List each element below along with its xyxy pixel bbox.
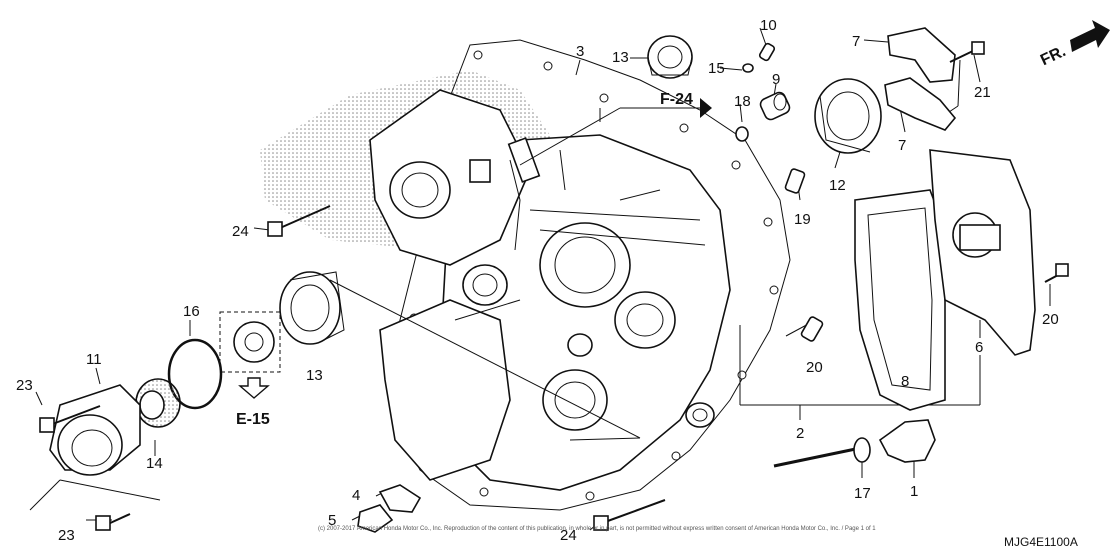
cover-gasket-part-8-inner bbox=[867, 207, 933, 391]
callout-20-lower: 20 bbox=[806, 359, 823, 376]
gear-part-e15 bbox=[233, 321, 275, 363]
callout-7-upper: 7 bbox=[852, 33, 860, 50]
callout-10: 10 bbox=[760, 17, 777, 34]
oil-seal-part-15 bbox=[135, 378, 181, 428]
callout-23-upper: 23 bbox=[16, 377, 33, 394]
callout-leaders bbox=[29, 27, 1051, 531]
joint-part-9 bbox=[759, 91, 791, 121]
callout-24-upper: 24 bbox=[232, 223, 249, 240]
setting-plate-part-7-lower bbox=[884, 77, 957, 131]
dowel-pin-part-10 bbox=[758, 42, 776, 62]
callout-4: 4 bbox=[352, 487, 360, 504]
callout-16: 15 bbox=[708, 60, 725, 77]
bolt-part-23-upper bbox=[39, 405, 101, 433]
callout-14: 13 bbox=[612, 49, 629, 66]
bolt-part-24-upper bbox=[267, 205, 331, 237]
breather-fitting bbox=[507, 137, 541, 183]
callout-24-lower: 24 bbox=[560, 527, 577, 544]
callout-3: 3 bbox=[576, 43, 584, 60]
gear-group-outline bbox=[219, 311, 281, 373]
callout-20-upper: 19 bbox=[794, 211, 811, 228]
callout-19: 18 bbox=[734, 93, 751, 110]
crankcase-gasket bbox=[389, 39, 791, 511]
cover-ribs bbox=[454, 149, 706, 321]
diagram-code: MJG4E1100A bbox=[1004, 535, 1078, 549]
callout-21: 20 bbox=[1042, 311, 1059, 328]
callout-7-lower: 7 bbox=[898, 137, 906, 154]
dowel-pin-part-20-upper bbox=[784, 168, 806, 194]
front-mark: FR. bbox=[1038, 43, 1069, 69]
callout-18: 17 bbox=[854, 485, 871, 502]
callout-5: 5 bbox=[328, 512, 336, 529]
callout-11: 11 bbox=[86, 351, 102, 368]
callout-8: 8 bbox=[901, 373, 909, 390]
callout-9: 9 bbox=[772, 71, 780, 88]
setting-plate-part-7-upper bbox=[887, 27, 956, 83]
bolt-part-24-lower bbox=[593, 499, 666, 531]
bearing-part-13 bbox=[279, 271, 345, 345]
callout-labels: 3 13 10 15 9 18 7 7 21 12 19 20 20 6 8 2… bbox=[16, 17, 1059, 544]
cap-part-4 bbox=[378, 484, 422, 513]
bolt-part-23-lower bbox=[95, 513, 131, 531]
bolt-part-21 bbox=[1044, 263, 1069, 283]
callout-17: 16 bbox=[183, 303, 200, 320]
o-ring-part-17 bbox=[167, 338, 223, 410]
arrow-right-icon bbox=[700, 98, 712, 118]
oil-fitting bbox=[469, 159, 491, 183]
arrow-down-icon bbox=[238, 377, 270, 399]
bearing-part-14 bbox=[647, 35, 693, 79]
bearing-housing-part-11 bbox=[49, 384, 141, 476]
callout-15: 14 bbox=[146, 455, 163, 472]
callout-1: 1 bbox=[910, 483, 918, 500]
crankcase-rear-section bbox=[379, 299, 511, 481]
crankcase-upper-section bbox=[369, 89, 531, 266]
callout-6: 6 bbox=[975, 339, 983, 356]
ref-f24: F-24 bbox=[660, 91, 693, 108]
bolt-part-22 bbox=[949, 41, 985, 63]
bearing-part-12 bbox=[814, 78, 882, 154]
cover-boss-part-6 bbox=[952, 212, 1001, 258]
washer-part-16 bbox=[742, 63, 754, 73]
o-ring-part-19 bbox=[735, 126, 749, 142]
callout-12: 12 bbox=[829, 177, 846, 194]
cover-bores bbox=[389, 161, 715, 431]
callout-13: 13 bbox=[306, 367, 323, 384]
callout-23-lower: 23 bbox=[58, 527, 75, 544]
dipstick-part-1 bbox=[773, 419, 936, 468]
callout-22: 21 bbox=[974, 84, 991, 101]
callout-2: 2 bbox=[796, 425, 804, 442]
plate-part-5 bbox=[357, 504, 394, 533]
front-arrow-icon bbox=[1070, 20, 1110, 52]
copyright-notice: (c) 2007-2017 American Honda Motor Co., … bbox=[318, 526, 876, 532]
ref-e15: E-15 bbox=[236, 411, 270, 428]
dowel-pin-part-20-lower bbox=[800, 316, 824, 342]
o-ring-part-18 bbox=[853, 437, 871, 463]
